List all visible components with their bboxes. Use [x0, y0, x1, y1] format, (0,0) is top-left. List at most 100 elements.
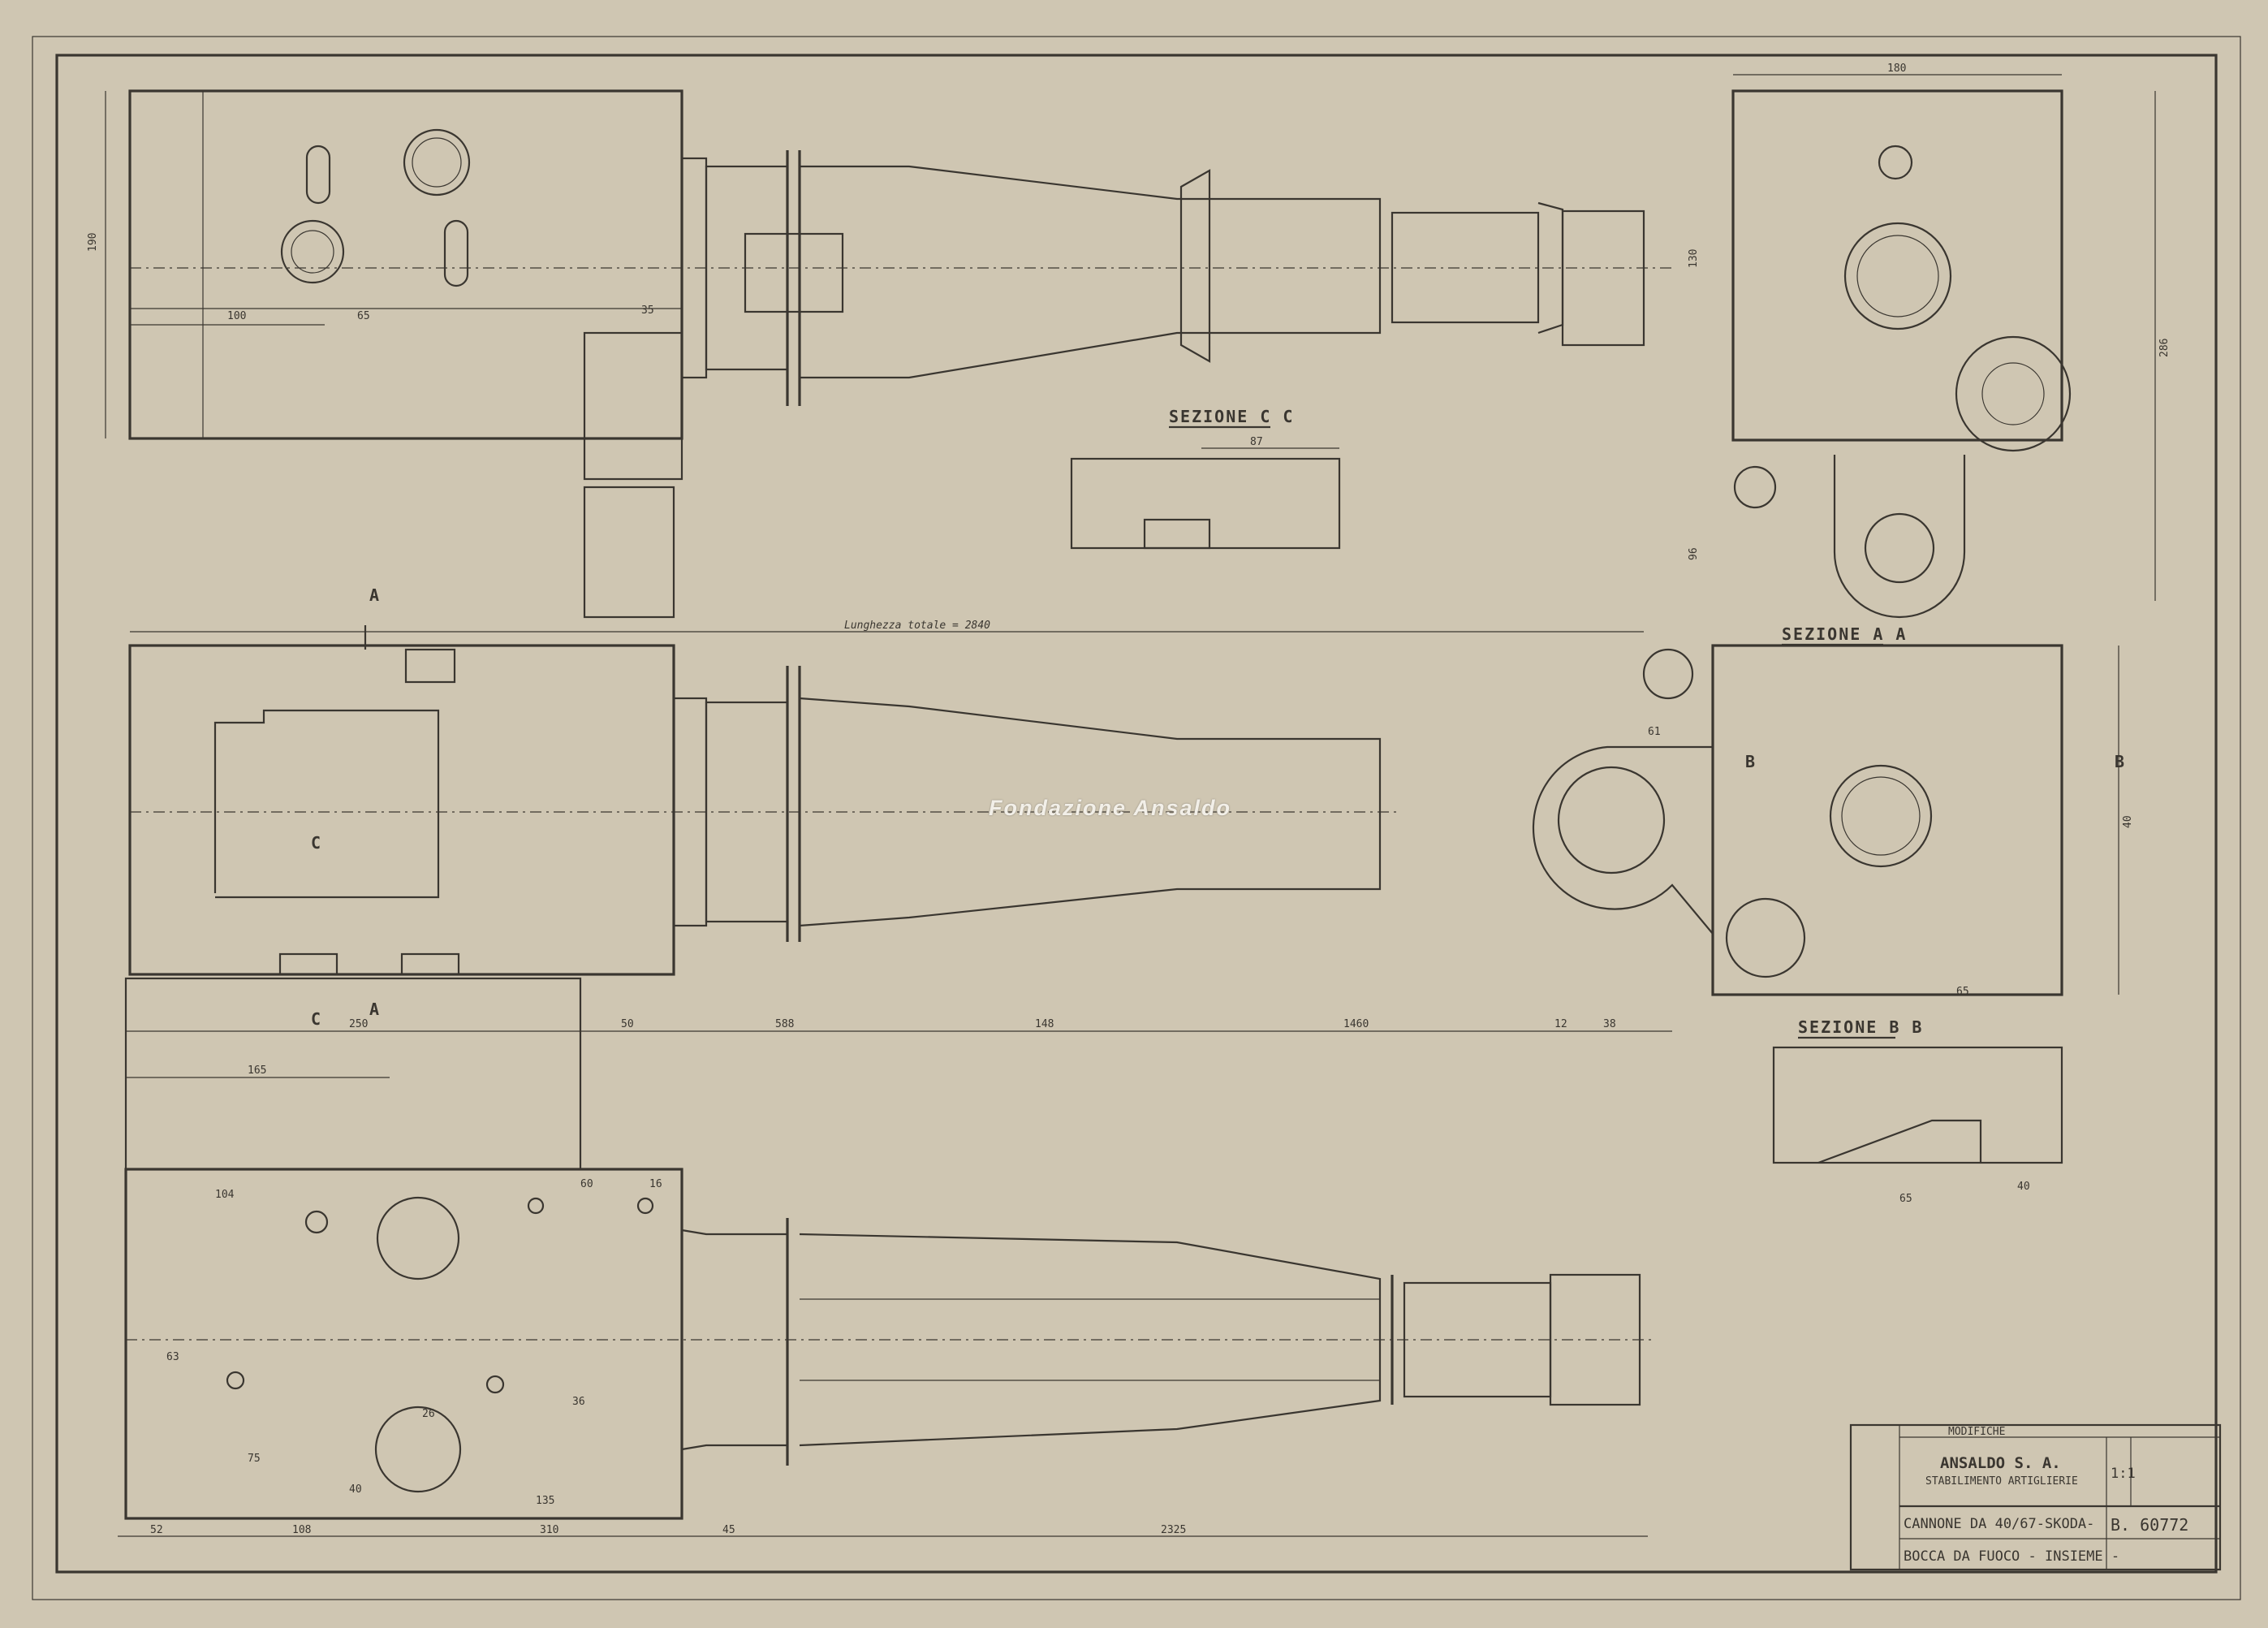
dim-text: 65 — [1899, 1193, 1912, 1205]
bore-circle — [403, 128, 471, 196]
lower-hole-small — [304, 1210, 329, 1234]
barrel-top-view — [130, 150, 1672, 406]
cut-marker-b: B — [2115, 752, 2126, 771]
dim-text: 40 — [2122, 815, 2134, 828]
dim-text: 16 — [649, 1178, 662, 1190]
middle-view — [128, 625, 1396, 976]
section-aa-bore — [1829, 764, 1933, 868]
end-view-bore-inner — [1856, 235, 1939, 317]
muzzle-brake — [1561, 209, 1645, 347]
dim-text: 40 — [2017, 1181, 2030, 1193]
watermark-text: Fondazione Ansaldo — [989, 796, 1231, 820]
lower-hole-large — [376, 1196, 460, 1280]
scale: 1:1 — [2111, 1466, 2136, 1482]
end-view-pin — [1955, 335, 2072, 452]
end-view-bore — [1843, 222, 1952, 330]
end-view: 180 286 96 130 — [1688, 63, 2171, 619]
cut-marker-c: C — [311, 1009, 322, 1029]
dim-text: 50 — [621, 1018, 634, 1030]
dim-text: 104 — [215, 1189, 235, 1201]
section-bb: SEZIONE B B 65 40 — [1772, 1017, 2063, 1205]
dim-text: 45 — [722, 1524, 735, 1536]
section-cc: SEZIONE C C 87 — [1070, 407, 1341, 550]
dim-text: 2325 — [1161, 1524, 1186, 1536]
dim-text: 65 — [1956, 986, 1969, 998]
dim-text: 180 — [1887, 63, 1906, 75]
dim-text: 36 — [572, 1396, 585, 1408]
pin-circle — [280, 219, 345, 284]
end-view-pin-inner — [1981, 362, 2045, 425]
dim-text: 190 — [87, 233, 99, 252]
section-aa: SEZIONE A A 40 61 65 B B — [1532, 624, 2134, 998]
title-block-frame — [1849, 1423, 2222, 1571]
outer-border — [32, 36, 2241, 1600]
lower-hole-small — [485, 1375, 505, 1394]
modifications-header: MODIFICHE — [1948, 1426, 2005, 1438]
slot — [305, 145, 331, 205]
bottom-dimension-row: 52 108 310 45 2325 — [118, 1524, 1648, 1537]
barrel-muzzle — [1391, 211, 1540, 324]
breech-stud — [404, 648, 456, 684]
bore-inner — [412, 137, 462, 188]
section-aa-lug-hole — [1557, 766, 1666, 874]
lower-hole-small — [226, 1371, 245, 1390]
dim-text: 286 — [2158, 339, 2171, 357]
end-view-lug-hole — [1864, 512, 1935, 584]
inner-border — [55, 54, 2218, 1574]
lower-hole-small — [527, 1197, 545, 1215]
cut-marker-a: A — [369, 585, 381, 605]
barrel-taper — [800, 165, 1382, 379]
dim-text: 65 — [357, 310, 370, 322]
mid-dimension-row: 250 50 588 148 1460 12 38 165 104 60 16 … — [126, 1018, 1672, 1507]
title-line-2: BOCCA DA FUOCO - INSIEME - — [1904, 1548, 2119, 1565]
cut-marker-b: B — [1745, 752, 1757, 771]
dim-text: 135 — [536, 1495, 554, 1507]
dim-text: 52 — [150, 1524, 163, 1536]
section-bb-notch — [1817, 1119, 1982, 1164]
internal-cavity — [213, 709, 440, 899]
dim-text: 250 — [349, 1018, 368, 1030]
company-name: ANSALDO S. A. — [1940, 1454, 2061, 1472]
slot — [443, 219, 469, 287]
dim-text: 12 — [1554, 1018, 1567, 1030]
pin-inner — [291, 230, 334, 274]
overall-length: Lunghezza totale = 2840 — [844, 620, 990, 632]
end-view-lug — [1833, 455, 1966, 619]
dim-text: 63 — [166, 1351, 179, 1363]
dim-text: 108 — [292, 1524, 311, 1536]
section-aa-outline — [1711, 644, 2063, 996]
dim-text: 26 — [422, 1408, 435, 1420]
breech-foot — [278, 952, 338, 976]
end-view-hole — [1878, 145, 1913, 180]
breech-foot — [400, 952, 460, 976]
lug-lower — [583, 486, 675, 619]
section-bb-outline — [1772, 1046, 2063, 1164]
dim-text: 60 — [580, 1178, 593, 1190]
dim-text: 130 — [1688, 249, 1700, 268]
section-aa-label: SEZIONE A A — [1782, 624, 1907, 644]
end-view-small-hole — [1733, 465, 1777, 509]
title-line-1: CANNONE DA 40/67-SKODA- — [1904, 1516, 2094, 1532]
section-cc-bore — [1143, 518, 1211, 550]
mid-barrel-taper — [799, 697, 1382, 927]
section-cc-label: SEZIONE C C — [1169, 407, 1294, 426]
dim-text: 61 — [1648, 726, 1661, 738]
section-aa-top-hole — [1642, 648, 1694, 700]
lower-view — [124, 977, 1656, 1520]
end-view-outline — [1731, 89, 2063, 442]
dim-text: 100 — [227, 310, 246, 322]
dim-text: 35 — [641, 304, 654, 317]
dim-text: 165 — [248, 1064, 266, 1077]
plant-name: STABILIMENTO ARTIGLIERIE — [1925, 1475, 2078, 1488]
cut-marker-c: C — [311, 833, 322, 853]
title-block: MODIFICHE ANSALDO S. A. STABILIMENTO ART… — [1849, 1423, 2222, 1571]
dim-text: 148 — [1035, 1018, 1054, 1030]
dim-text: 310 — [540, 1524, 558, 1536]
dim-text: 75 — [248, 1453, 261, 1465]
dim-text: 1460 — [1343, 1018, 1369, 1030]
dim-text: 588 — [775, 1018, 794, 1030]
section-aa-bottom-hole — [1725, 897, 1806, 978]
barrel-band — [1179, 169, 1211, 363]
